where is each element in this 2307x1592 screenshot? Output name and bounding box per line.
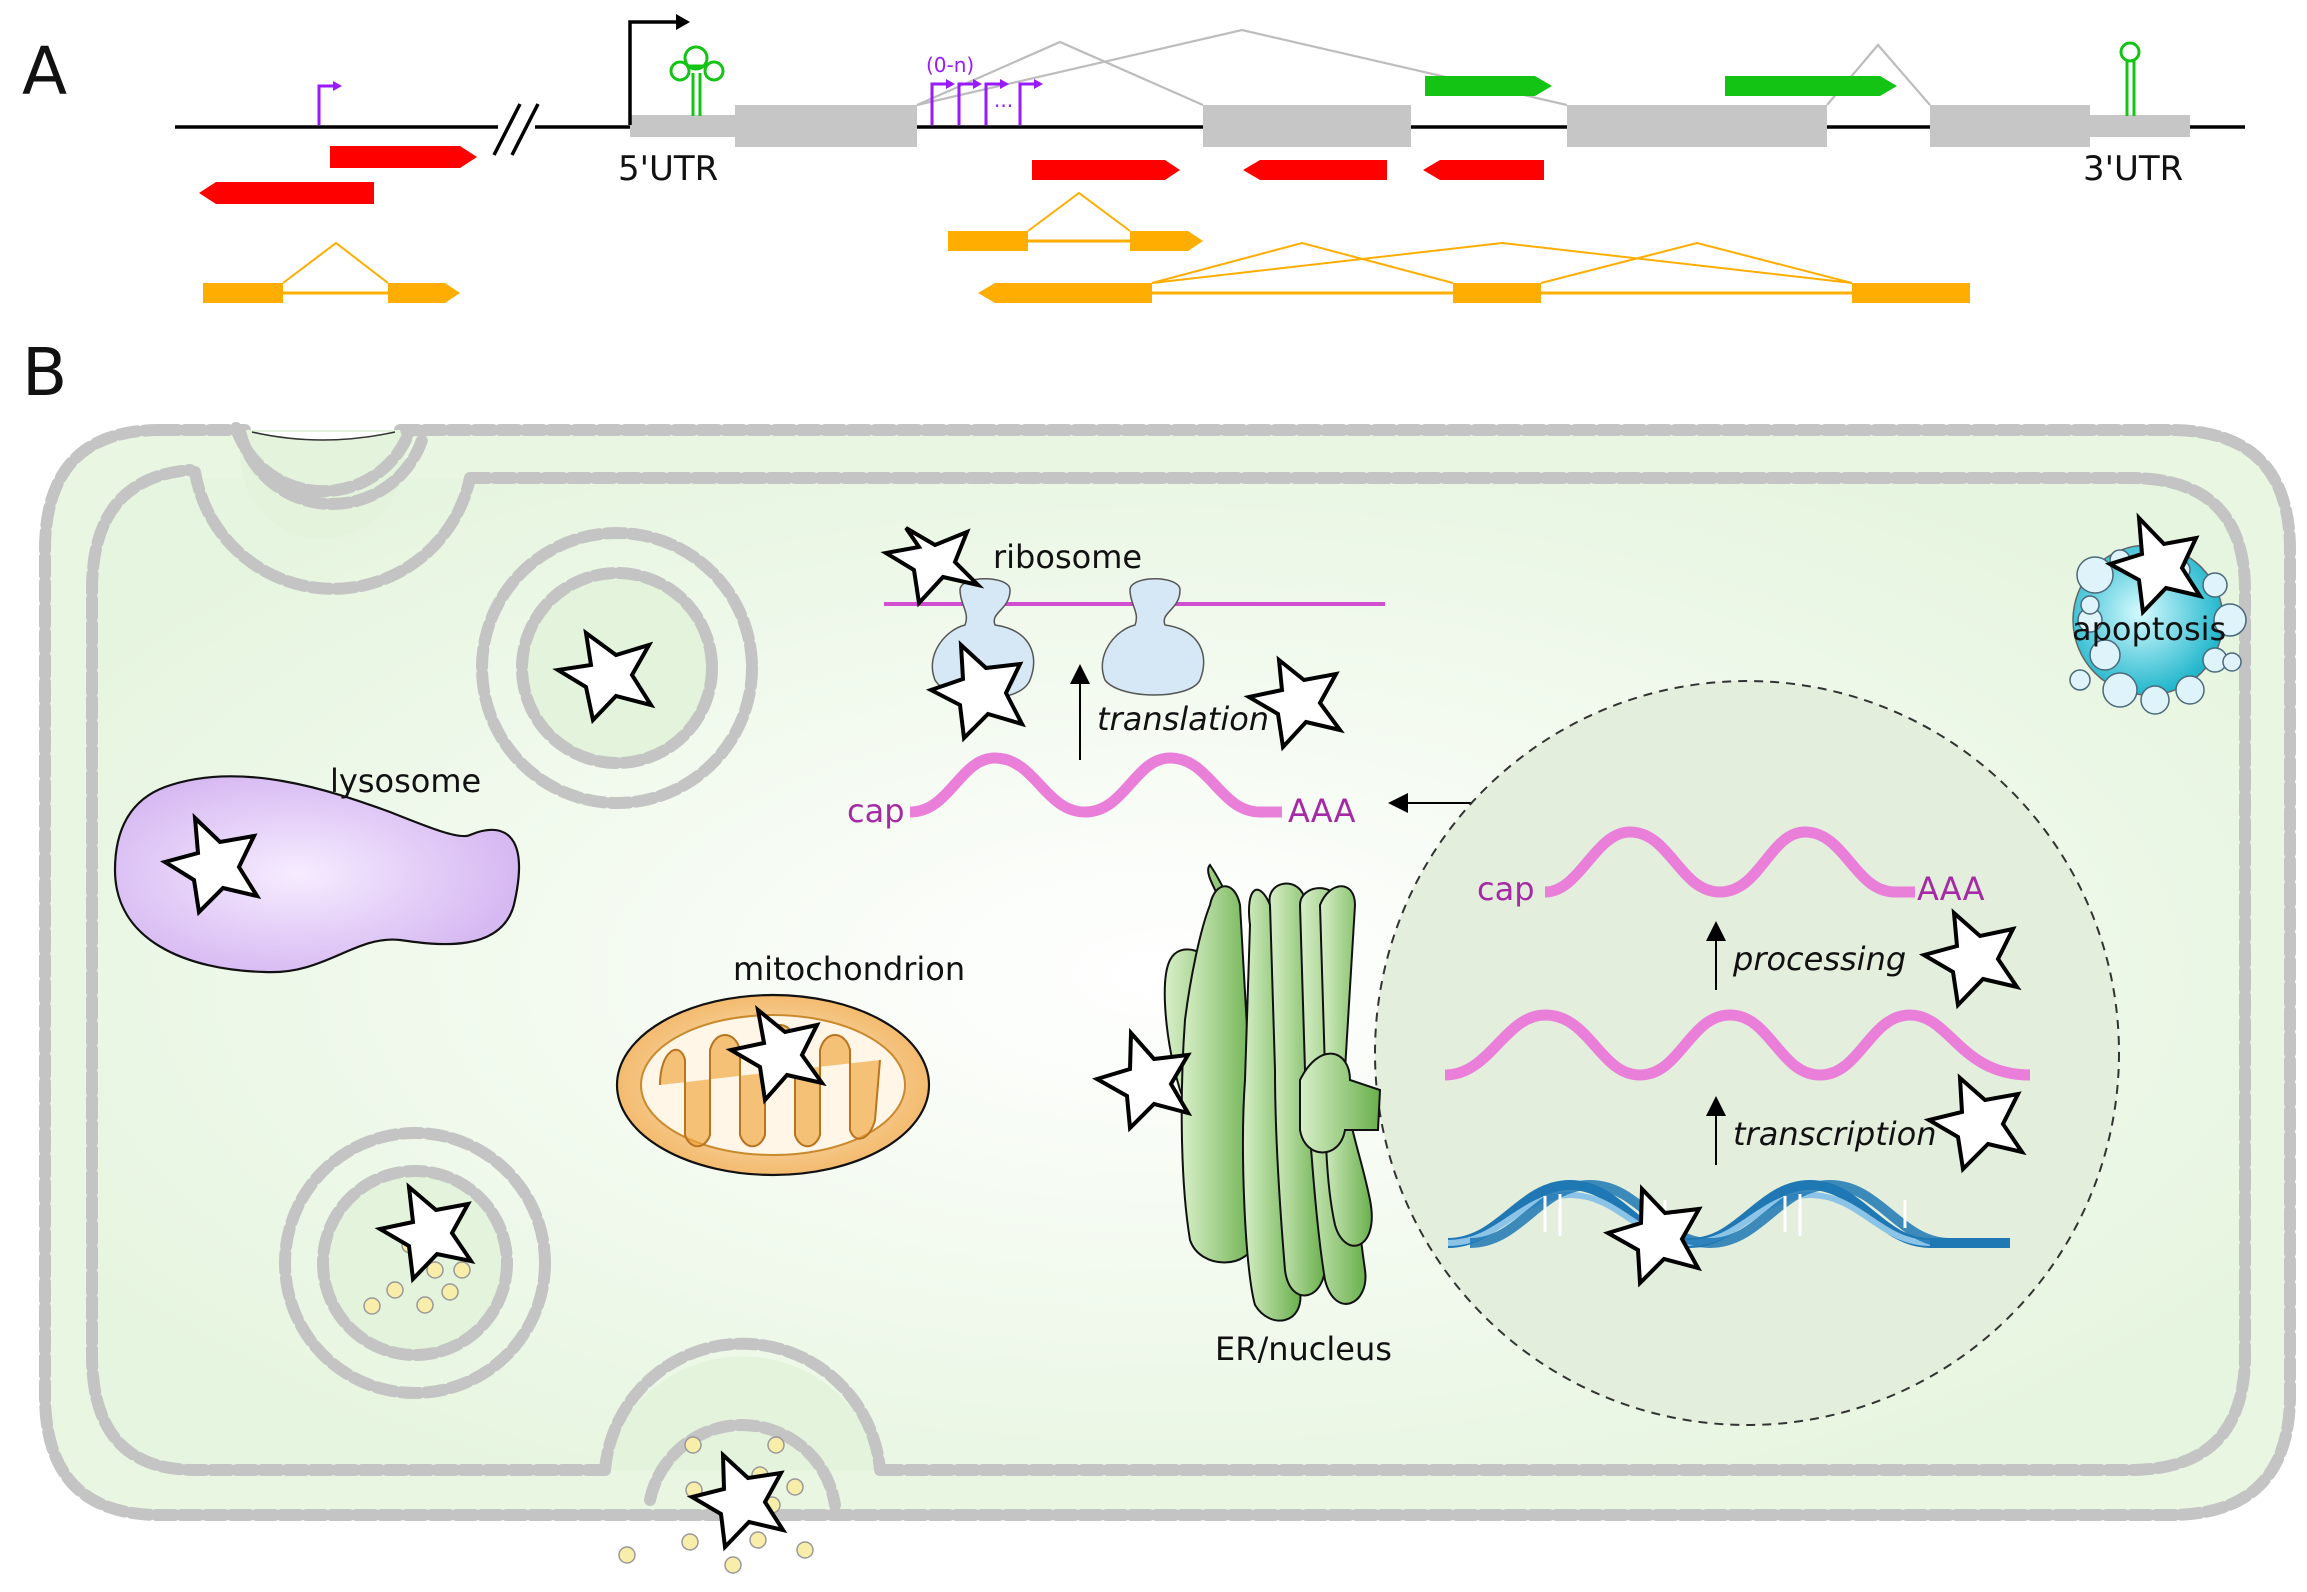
- three-utr-label: 3'UTR: [2083, 149, 2183, 189]
- nuclear-mrna-cap: cap: [1477, 870, 1535, 908]
- star-icon: [160, 812, 262, 917]
- red-feature-arrow-1: [330, 146, 477, 168]
- processed-mrna: cap AAA: [1477, 826, 1985, 908]
- star-icon: [925, 640, 1026, 743]
- star-icon: [552, 628, 656, 725]
- star-icon: [1602, 1184, 1703, 1288]
- ribosome-group: ribosome translation: [884, 538, 1385, 760]
- red-feature-arrow-3: [1032, 160, 1180, 180]
- gene-exons: [630, 105, 2190, 147]
- cyto-mrna-cap: cap: [847, 792, 905, 830]
- star-icon: [725, 1005, 827, 1105]
- dna-helix-icon: [1447, 1179, 2010, 1249]
- cyto-mrna-polya: AAA: [1288, 792, 1356, 830]
- panel-a: A 5'UTR 3'UTR: [22, 14, 2245, 303]
- green-feature-arrow-1: [1425, 76, 1552, 96]
- panel-b-label: B: [22, 334, 67, 411]
- five-utr-hairpin-icon: [669, 45, 725, 116]
- primary-transcript: [1444, 1009, 2031, 1081]
- exon-2: [1203, 105, 1411, 147]
- processing-label: processing: [1732, 940, 1906, 978]
- star-icon: [1091, 1027, 1193, 1133]
- star-icon: [1923, 1073, 2027, 1174]
- nuclear-mrna-polya: AAA: [1917, 870, 1985, 908]
- ribosome-label: ribosome: [993, 538, 1142, 576]
- orange-transcript-1: [203, 241, 460, 303]
- panel-b: B: [22, 334, 2296, 1574]
- star-icon: [1243, 655, 1345, 752]
- star-icon: [686, 1450, 788, 1552]
- green-feature-arrow-2: [1725, 76, 1897, 96]
- translation-label: translation: [1097, 700, 1269, 738]
- exocytosis-pit: [599, 1337, 886, 1574]
- promoter-arrow-icon: [628, 14, 690, 125]
- tss-repeat-label: (0-n): [926, 53, 974, 77]
- exon-1: [735, 105, 917, 147]
- star-icon: [880, 526, 985, 608]
- red-feature-arrow-2: [199, 182, 374, 204]
- three-utr-hairpin-icon: [2119, 41, 2141, 116]
- five-utr-label: 5'UTR: [618, 149, 718, 189]
- alt-tss-cluster-icon: [930, 79, 1043, 125]
- apoptosis-label: apoptosis: [2072, 610, 2226, 648]
- alt-tss-icon: [317, 81, 342, 125]
- star-icon: [2104, 512, 2205, 617]
- orange-transcript-3: [978, 241, 1970, 303]
- er-nucleus-label: ER/nucleus: [1215, 1330, 1392, 1368]
- lysosome-label: lysosome: [330, 762, 481, 800]
- stars: [160, 512, 2205, 1552]
- exon-3: [1567, 105, 1827, 147]
- endocytosis-pit: [189, 422, 476, 595]
- star-icon: [1918, 908, 2022, 1010]
- axis-break-icon: [492, 103, 540, 156]
- red-feature-arrow-4: [1243, 160, 1387, 180]
- orange-transcript-2: [948, 191, 1203, 251]
- tss-repeat-ellipsis: ...: [994, 88, 1013, 112]
- star-icon: [374, 1182, 476, 1284]
- three-utr-exon: [2090, 115, 2190, 137]
- exon-4: [1930, 105, 2090, 147]
- cell-inner-membrane: [86, 464, 2251, 1476]
- ribosome-2: [1101, 578, 1205, 696]
- mitochondrion-label: mitochondrion: [733, 950, 965, 988]
- lysosome: lysosome: [113, 762, 521, 974]
- cytoplasmic-mrna: cap AAA: [847, 752, 1356, 830]
- five-utr-exon: [630, 115, 735, 137]
- panel-a-label: A: [22, 33, 67, 110]
- transcription-label: transcription: [1733, 1115, 1937, 1153]
- red-feature-arrow-5: [1423, 160, 1544, 180]
